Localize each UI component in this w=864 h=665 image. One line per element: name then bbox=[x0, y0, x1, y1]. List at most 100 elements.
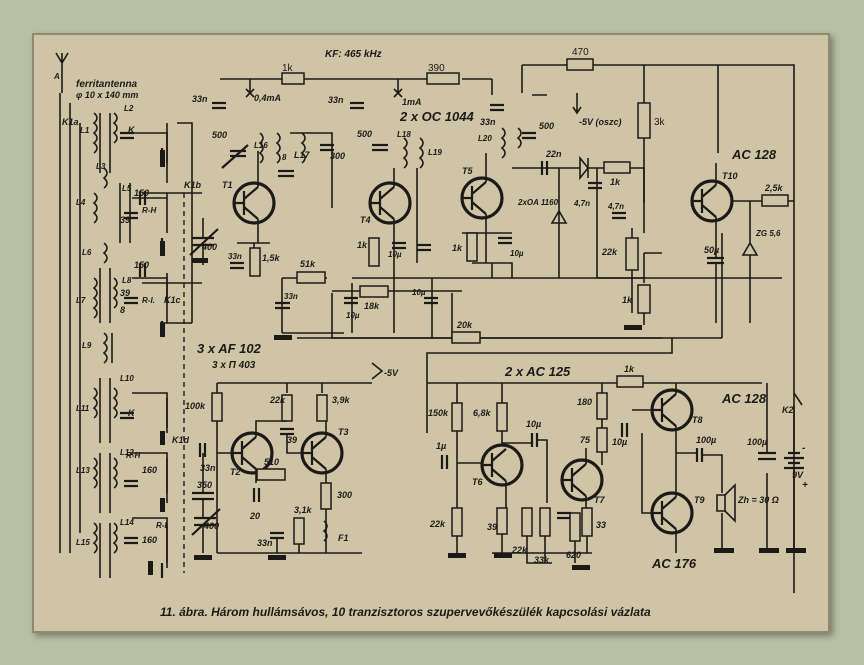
label-33n-f: 33n bbox=[200, 463, 216, 473]
label-160-a: 160 bbox=[142, 465, 157, 475]
label-50u: 50µ bbox=[704, 245, 719, 255]
transistor-t3: T3 bbox=[338, 427, 349, 437]
label-zg56: ZG 5,6 bbox=[755, 229, 781, 238]
label-1-5k: 1,5k bbox=[262, 253, 281, 263]
resistor-1k-det2 bbox=[637, 284, 651, 314]
antenna-tag: A bbox=[53, 72, 60, 81]
label-100k: 100k bbox=[185, 401, 206, 411]
resistor-33 bbox=[581, 507, 593, 537]
label-22k-t2: 22k bbox=[269, 395, 286, 405]
label-100u-b: 100µ bbox=[747, 437, 767, 447]
label-33: 33 bbox=[596, 520, 606, 530]
resistor-3k bbox=[637, 102, 651, 139]
resistor-150k bbox=[451, 402, 463, 432]
antenna-section: A ferritantenna φ 10 x 140 mm bbox=[53, 52, 202, 578]
label-39-a: 39 bbox=[120, 215, 130, 225]
label-22n: 22n bbox=[545, 149, 562, 159]
label-400-a: 400 bbox=[201, 242, 217, 252]
resistor-390 bbox=[426, 72, 460, 85]
schematic-diagram: 1k 390 470 3k KF: 465 kHz A ferritantenn… bbox=[53, 47, 808, 619]
coil-l5: L5 bbox=[122, 184, 132, 193]
left-capacitors bbox=[120, 131, 164, 578]
if-frequency-note: KF: 465 kHz bbox=[325, 49, 382, 60]
figure-caption: 11. ábra. Három hullámsávos, 10 tranzisz… bbox=[160, 605, 651, 619]
coil-l8: L8 bbox=[122, 276, 132, 285]
stage-ac125: 150k 6,8k 1µ 22k T6 39 10µ 22k 33k 620 T… bbox=[427, 382, 762, 565]
coil-l19: L19 bbox=[428, 148, 442, 157]
resistor-33k bbox=[539, 507, 551, 537]
coil-l6: L6 bbox=[82, 248, 92, 257]
resistor-300 bbox=[320, 482, 332, 510]
switch-k1b: K1b bbox=[184, 180, 202, 190]
label-33k: 33k bbox=[534, 555, 550, 565]
switch-k1a: K1a bbox=[62, 117, 79, 127]
label-22k-b: 22k bbox=[511, 545, 528, 555]
label-1ma: 1mA bbox=[402, 97, 422, 107]
ferrite-antenna-label: ferritantenna bbox=[76, 79, 138, 90]
middle-rail: 51k 33n 18k 20k bbox=[275, 233, 782, 433]
coil-l11: L11 bbox=[76, 404, 90, 413]
label-33n-a: 33n bbox=[192, 94, 208, 104]
label-10u-a: 10µ bbox=[388, 250, 402, 259]
transistor-t8: T8 bbox=[692, 415, 703, 425]
label-180: 180 bbox=[577, 397, 592, 407]
coil-l7: L7 bbox=[76, 296, 86, 305]
resistor-2-5k bbox=[761, 194, 789, 207]
coil-l3: L3 bbox=[96, 162, 106, 171]
label-300: 300 bbox=[330, 151, 345, 161]
label-ac176: AC 176 bbox=[651, 556, 697, 571]
tuning-capacitors: 400 400 350 bbox=[189, 218, 221, 553]
label-3-9k: 3,9k bbox=[332, 395, 351, 405]
label-390: 390 bbox=[428, 63, 445, 74]
stage-t2-t3: 100k 33n T2 22k 39 510 20 T3 3,9k 300 F1… bbox=[185, 382, 372, 554]
label-150k: 150k bbox=[428, 408, 449, 418]
label-8: 8 bbox=[120, 305, 125, 315]
resistor-620 bbox=[569, 512, 581, 542]
label-100u-a: 100µ bbox=[696, 435, 716, 445]
label-20k: 20k bbox=[456, 320, 473, 330]
resistor-510 bbox=[256, 468, 286, 481]
transistor-t9: T9 bbox=[694, 495, 705, 505]
label-22k-ac: 22k bbox=[429, 519, 446, 529]
label-20: 20 bbox=[249, 511, 260, 521]
stage-t4: 2 x OC 1044 33n 1mA 500 L18 L19 T4 1k 10… bbox=[328, 79, 474, 338]
label-ac128-top: AC 128 bbox=[731, 147, 777, 162]
label-plus: + bbox=[802, 480, 808, 491]
label-39-ac: 39 bbox=[487, 522, 497, 532]
speaker-icon bbox=[716, 483, 736, 523]
transistor-t10: T10 bbox=[722, 171, 738, 181]
resistor-1k-t5 bbox=[466, 232, 478, 262]
label-33n-c: 33n bbox=[228, 252, 242, 261]
coil-l4: L4 bbox=[76, 198, 86, 207]
label-22k-pot: 22k bbox=[601, 247, 618, 257]
resistor-75 bbox=[596, 427, 608, 453]
label-75: 75 bbox=[580, 435, 591, 445]
label-10u-e: 10µ bbox=[526, 419, 541, 429]
label-620: 620 bbox=[566, 550, 581, 560]
label-33n-g: 33n bbox=[257, 538, 273, 548]
ground-symbols bbox=[148, 150, 806, 575]
label-500-b: 500 bbox=[357, 129, 372, 139]
resistor-3-9k bbox=[316, 394, 328, 422]
transistor-t6: T6 bbox=[472, 477, 483, 487]
resistor-39 bbox=[496, 507, 508, 535]
resistor-18k bbox=[359, 285, 389, 298]
label-1k-top: 1k bbox=[282, 63, 294, 74]
label-1k-out: 1k bbox=[624, 364, 635, 374]
label-400-b: 400 bbox=[203, 521, 219, 531]
label-4-7n-b: 4,7n bbox=[607, 202, 624, 211]
label-1k-det: 1k bbox=[610, 177, 621, 187]
coil-l16: L16 bbox=[254, 141, 268, 150]
coil-group-left bbox=[92, 112, 118, 554]
label-10u-b: 10µ bbox=[346, 311, 360, 320]
label-3k: 3k bbox=[654, 117, 666, 128]
label-1k-t5: 1k bbox=[452, 243, 463, 253]
label-10u-f: 10µ bbox=[612, 437, 627, 447]
transistor-t2: T2 bbox=[230, 467, 241, 477]
label-minus: - bbox=[802, 443, 806, 454]
ferrite-antenna-size: φ 10 x 140 mm bbox=[76, 90, 138, 100]
coil-l15: L15 bbox=[76, 538, 90, 547]
label-5v-osc: -5V (oszc) bbox=[579, 117, 622, 127]
switch-k1c: K1c bbox=[164, 295, 181, 305]
switch-k1d: K1d bbox=[172, 435, 190, 445]
